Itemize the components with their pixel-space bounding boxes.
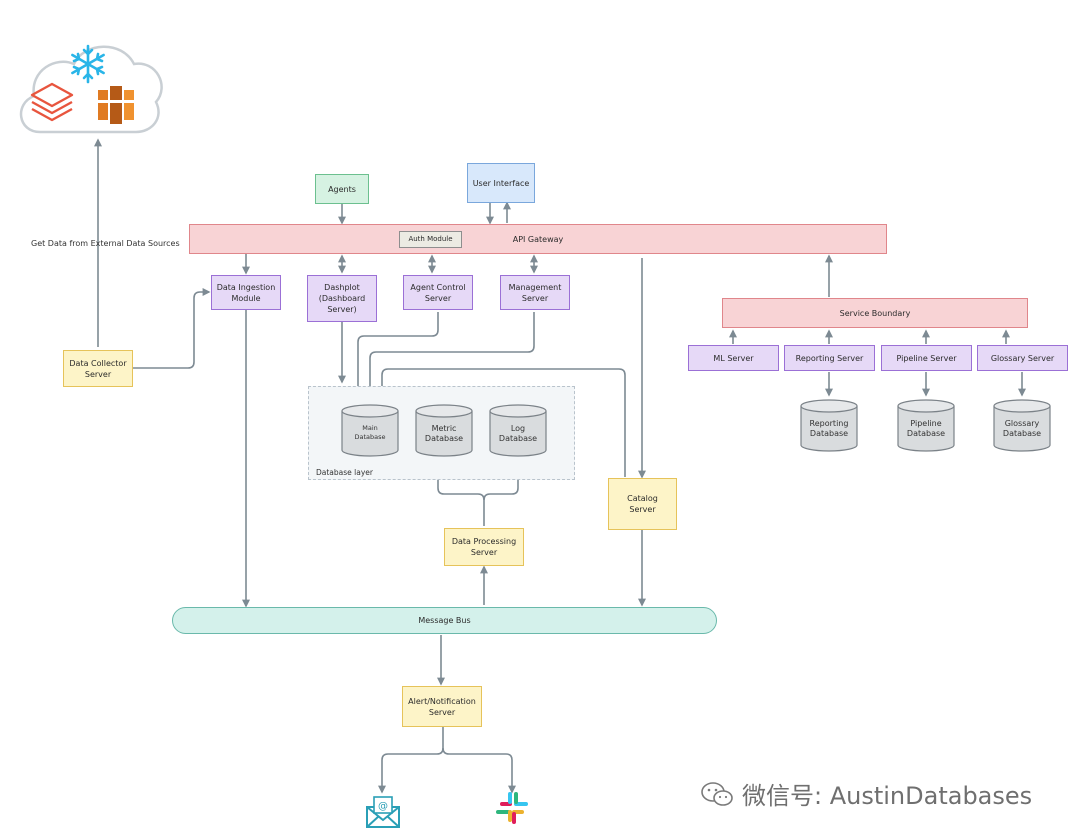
agent-control-server[interactable]: Agent Control Server <box>403 275 473 310</box>
data-ingestion-module[interactable]: Data Ingestion Module <box>211 275 281 310</box>
dashplot-server[interactable]: Dashplot (Dashboard Server) <box>307 275 377 322</box>
data-processing-server[interactable]: Data Processing Server <box>444 528 524 566</box>
ml-server-label: ML Server <box>713 353 754 363</box>
api-gateway-label: API Gateway <box>512 234 564 244</box>
user-interface-label: User Interface <box>472 178 530 188</box>
slack-icon <box>496 792 528 824</box>
ml-server[interactable]: ML Server <box>688 345 779 371</box>
database-layer-label: Database layer <box>316 468 373 477</box>
data-ingestion-label: Data Ingestion Module <box>216 282 276 303</box>
email-icon: @ <box>366 796 400 828</box>
service-boundary[interactable]: Service Boundary <box>722 298 1028 328</box>
glossary-server-label: Glossary Server <box>990 353 1055 363</box>
glossary-server[interactable]: Glossary Server <box>977 345 1068 371</box>
catalog-server[interactable]: Catalog Server <box>608 478 677 530</box>
catalog-server-label: Catalog Server <box>627 494 658 514</box>
auth-module[interactable]: Auth Module <box>399 231 462 248</box>
databricks-icon <box>30 82 74 122</box>
data-collector-label: Data Collector Server <box>69 358 127 379</box>
arrow-alert-to-slack <box>442 747 516 794</box>
service-boundary-label: Service Boundary <box>839 308 911 318</box>
reporting-database-label: Reporting Database <box>809 419 849 438</box>
arrow-management-to-main-db <box>366 312 535 406</box>
pipeline-server[interactable]: Pipeline Server <box>881 345 972 371</box>
svg-text:@: @ <box>378 801 388 812</box>
snowflake-icon <box>71 44 105 84</box>
auth-module-label: Auth Module <box>408 235 453 243</box>
reporting-server[interactable]: Reporting Server <box>784 345 875 371</box>
alert-notification-label: Alert/Notification Server <box>408 696 476 717</box>
pipeline-server-label: Pipeline Server <box>896 353 957 363</box>
external-sources-label: Get Data from External Data Sources <box>31 239 180 248</box>
arrow-agent-control-to-main-db <box>354 312 439 406</box>
data-collector-server[interactable]: Data Collector Server <box>63 350 133 387</box>
external-data-sources-cloud <box>19 44 163 134</box>
watermark: 微信号: AustinDatabases <box>700 776 1032 811</box>
dashplot-label: Dashplot (Dashboard Server) <box>318 283 366 314</box>
agents-node[interactable]: Agents <box>315 174 369 204</box>
metric-database-label: Metric Database <box>424 424 464 443</box>
arrow-collector-to-ingestion <box>133 288 211 369</box>
glossary-database-label: Glossary Database <box>1002 419 1042 438</box>
main-database-label: Main Database <box>354 424 386 441</box>
watermark-text: 微信号: AustinDatabases <box>742 782 1033 810</box>
wechat-icon <box>701 781 733 806</box>
arrow-catalog-to-main-db <box>378 368 626 477</box>
arrow-processing-to-log-db <box>483 456 522 501</box>
api-gateway[interactable]: API Gateway <box>189 224 887 254</box>
redshift-icon <box>98 86 134 124</box>
message-bus-label: Message Bus <box>418 616 471 625</box>
management-label: Management Server <box>508 282 562 303</box>
agents-label: Agents <box>328 184 356 194</box>
data-processing-label: Data Processing Server <box>451 537 517 557</box>
message-bus[interactable]: Message Bus <box>172 607 717 634</box>
user-interface-node[interactable]: User Interface <box>467 163 535 203</box>
alert-notification-server[interactable]: Alert/Notification Server <box>402 686 482 727</box>
agent-control-label: Agent Control Server <box>410 282 466 303</box>
log-database-label: Log Database <box>498 424 538 443</box>
reporting-server-label: Reporting Server <box>795 353 864 363</box>
arrow-alert-to-email <box>378 727 444 794</box>
management-server[interactable]: Management Server <box>500 275 570 310</box>
pipeline-database-label: Pipeline Database <box>906 419 946 438</box>
